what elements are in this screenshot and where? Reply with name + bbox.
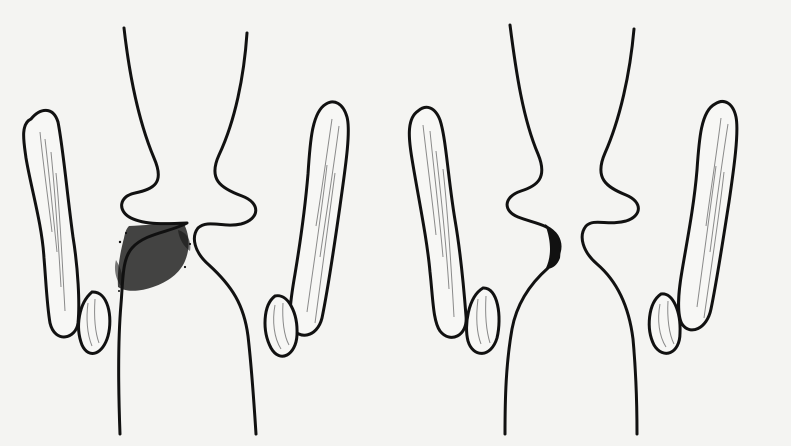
- lesion-dot-1: [119, 241, 121, 243]
- left-outer-sesamoid-left: [79, 292, 110, 354]
- lesion-dot-4: [184, 266, 186, 268]
- lesion-dot-5: [118, 290, 120, 292]
- lesion-dot-3: [189, 243, 191, 245]
- lesion-dot-2: [125, 232, 127, 234]
